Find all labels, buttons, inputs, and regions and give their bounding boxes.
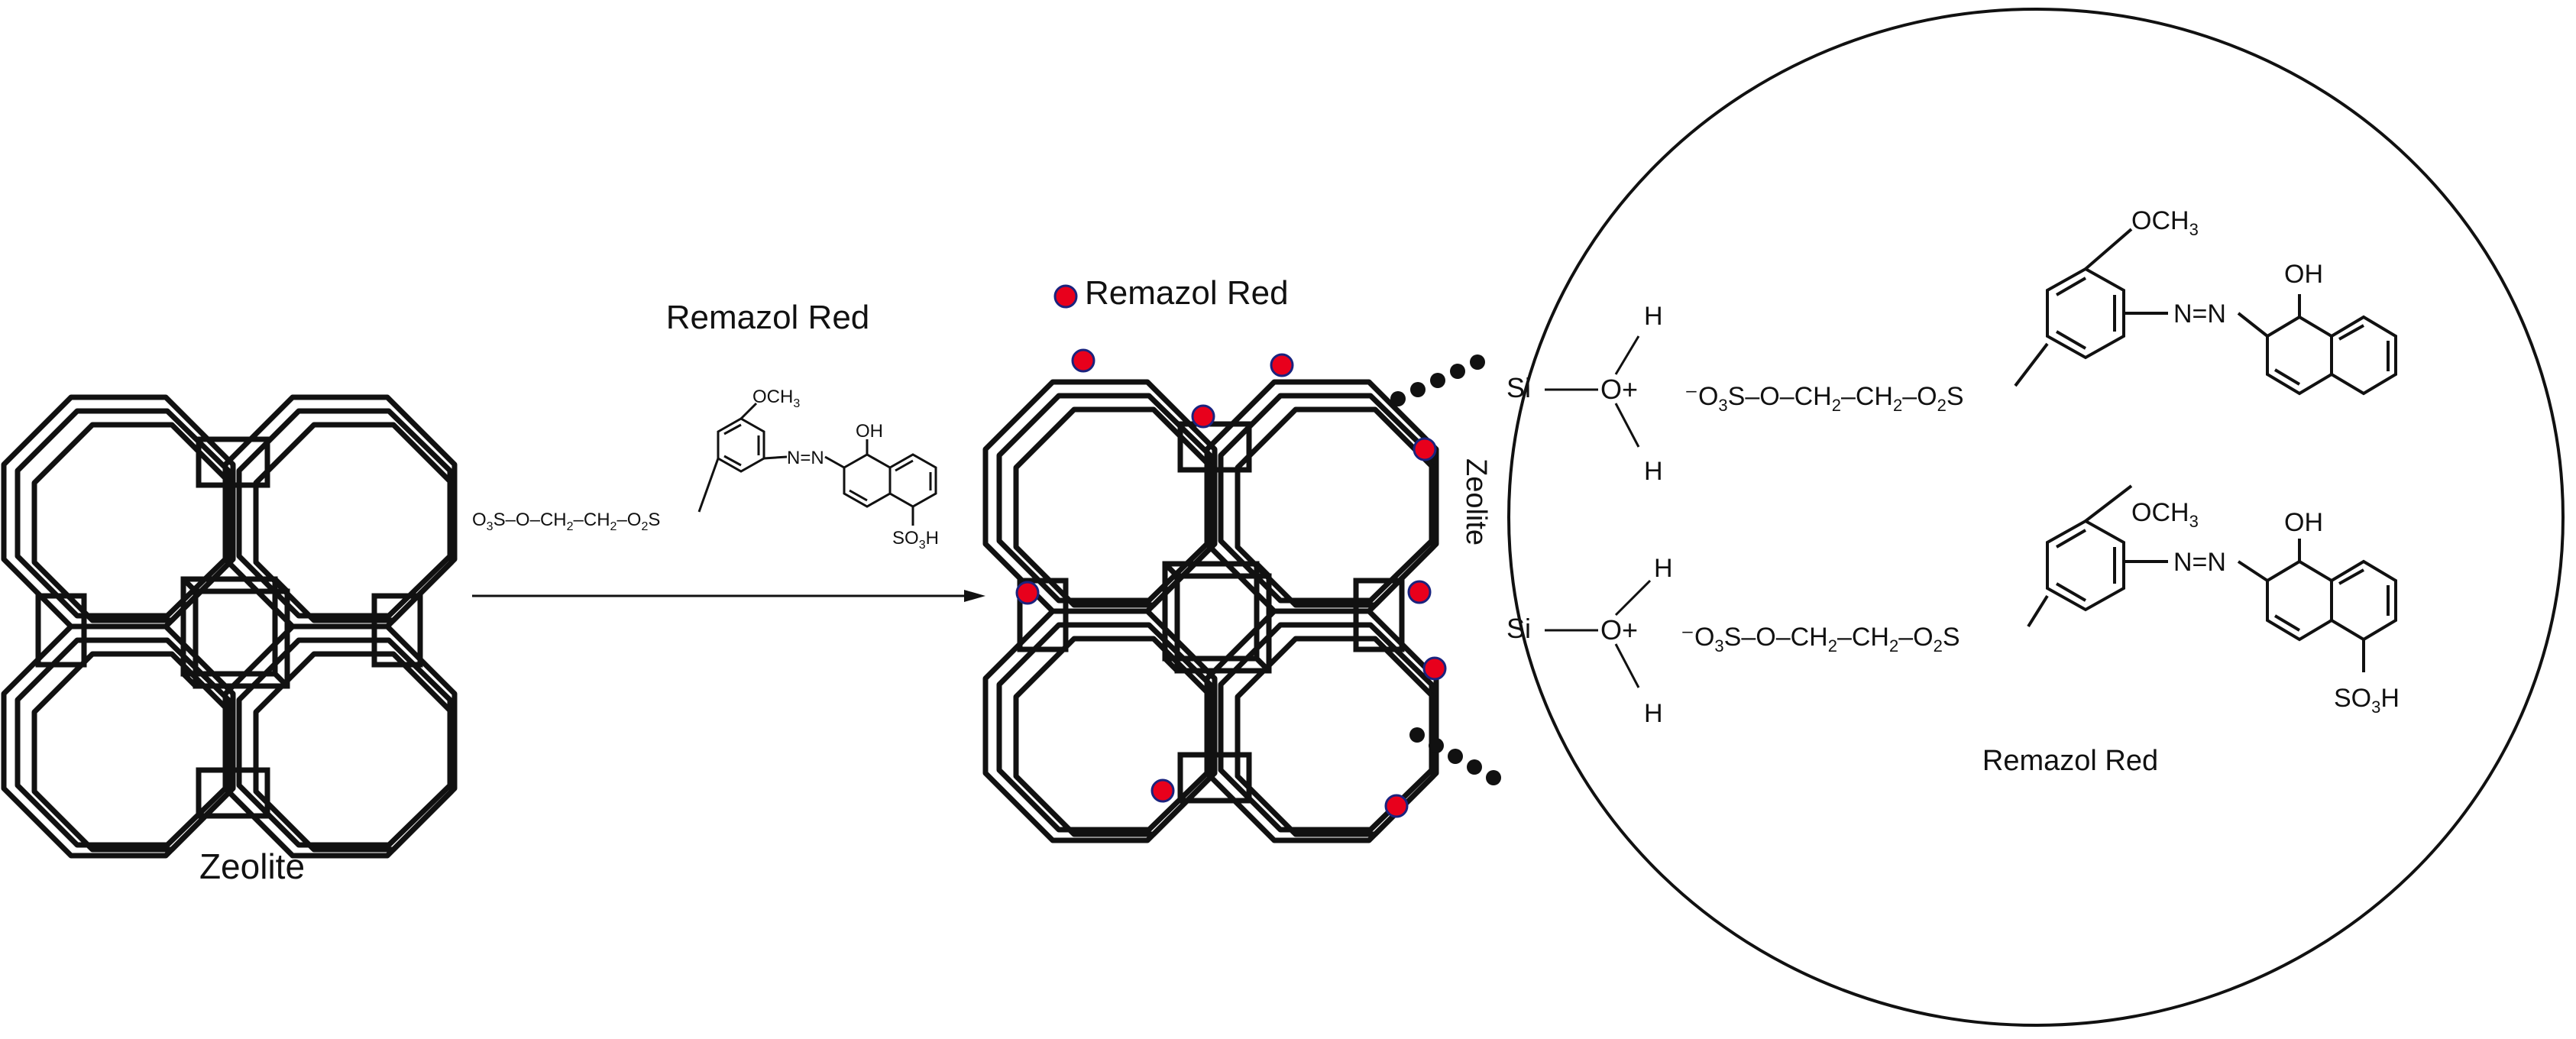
dye-dot <box>1413 437 1437 461</box>
dye-dot <box>1270 353 1294 377</box>
svg-text:⁻O3S–O–CH2–CH2–O2S: ⁻O3S–O–CH2–CH2–O2S <box>1684 382 1964 415</box>
dye-dot <box>1384 794 1409 818</box>
reaction-arrow <box>472 590 985 602</box>
zoom-connectors <box>1390 354 1501 785</box>
svg-text:Si: Si <box>1506 372 1531 403</box>
arrow-dye-label: Remazol Red <box>666 299 870 336</box>
surface-interaction-top: Si O+ H H ⁻O3S–O–CH2–CH2–O2S OCH3 N=N OH <box>1506 206 2397 486</box>
dye-dot <box>1407 580 1432 604</box>
circle-caption: Remazol Red <box>1982 745 2158 777</box>
svg-text:OH: OH <box>2284 508 2323 537</box>
zoom-circle <box>1507 8 2565 1027</box>
small-dye-labels: OCH3 N=N OH SO3H O3S–O–CH2–CH2–O2S <box>472 387 939 552</box>
svg-text:H: H <box>1644 457 1663 486</box>
zeolite-left-label: Zeolite <box>199 846 305 886</box>
svg-text:OCH3: OCH3 <box>2131 498 2199 531</box>
svg-text:SO3H: SO3H <box>2334 684 2400 717</box>
surface-interaction-bottom: Si O+ H H ⁻O3S–O–CH2–CH2–O2S OCH3 N=N OH <box>1506 484 2400 728</box>
svg-text:N=N: N=N <box>787 448 824 468</box>
svg-text:N=N: N=N <box>2173 548 2226 577</box>
dye-legend-marker <box>1053 284 1078 309</box>
dye-legend: Remazol Red <box>1053 274 1289 312</box>
dye-legend-label: Remazol Red <box>1085 274 1289 312</box>
svg-text:H: H <box>1644 302 1663 331</box>
svg-text:OCH3: OCH3 <box>752 387 800 410</box>
svg-text:OH: OH <box>856 421 883 442</box>
svg-text:OH: OH <box>2284 260 2323 289</box>
dye-dot <box>1150 778 1175 803</box>
svg-text:OCH3: OCH3 <box>2131 206 2199 239</box>
adsorbed-dye-dots <box>1015 348 1447 818</box>
svg-text:Si: Si <box>1506 613 1531 644</box>
svg-text:O+: O+ <box>1600 614 1638 646</box>
small-dye-structure <box>697 402 937 526</box>
svg-text:O3S–O–CH2–CH2–O2S: O3S–O–CH2–CH2–O2S <box>472 510 660 533</box>
dye-dot <box>1191 404 1215 429</box>
dye-dot <box>1071 348 1095 373</box>
svg-text:SO3H: SO3H <box>892 528 939 552</box>
svg-text:H: H <box>1644 699 1663 728</box>
zeolite-vertical-label: Zeolite <box>1460 458 1492 545</box>
svg-text:H: H <box>1654 554 1673 583</box>
zeolite-framework-loaded <box>985 382 1436 840</box>
svg-text:N=N: N=N <box>2173 299 2226 329</box>
dye-dot <box>1015 581 1040 605</box>
svg-text:⁻O3S–O–CH2–CH2–O2S: ⁻O3S–O–CH2–CH2–O2S <box>1681 623 1960 655</box>
dye-dot <box>1422 656 1447 681</box>
zeolite-framework-left <box>4 397 455 856</box>
svg-text:O+: O+ <box>1600 374 1638 405</box>
